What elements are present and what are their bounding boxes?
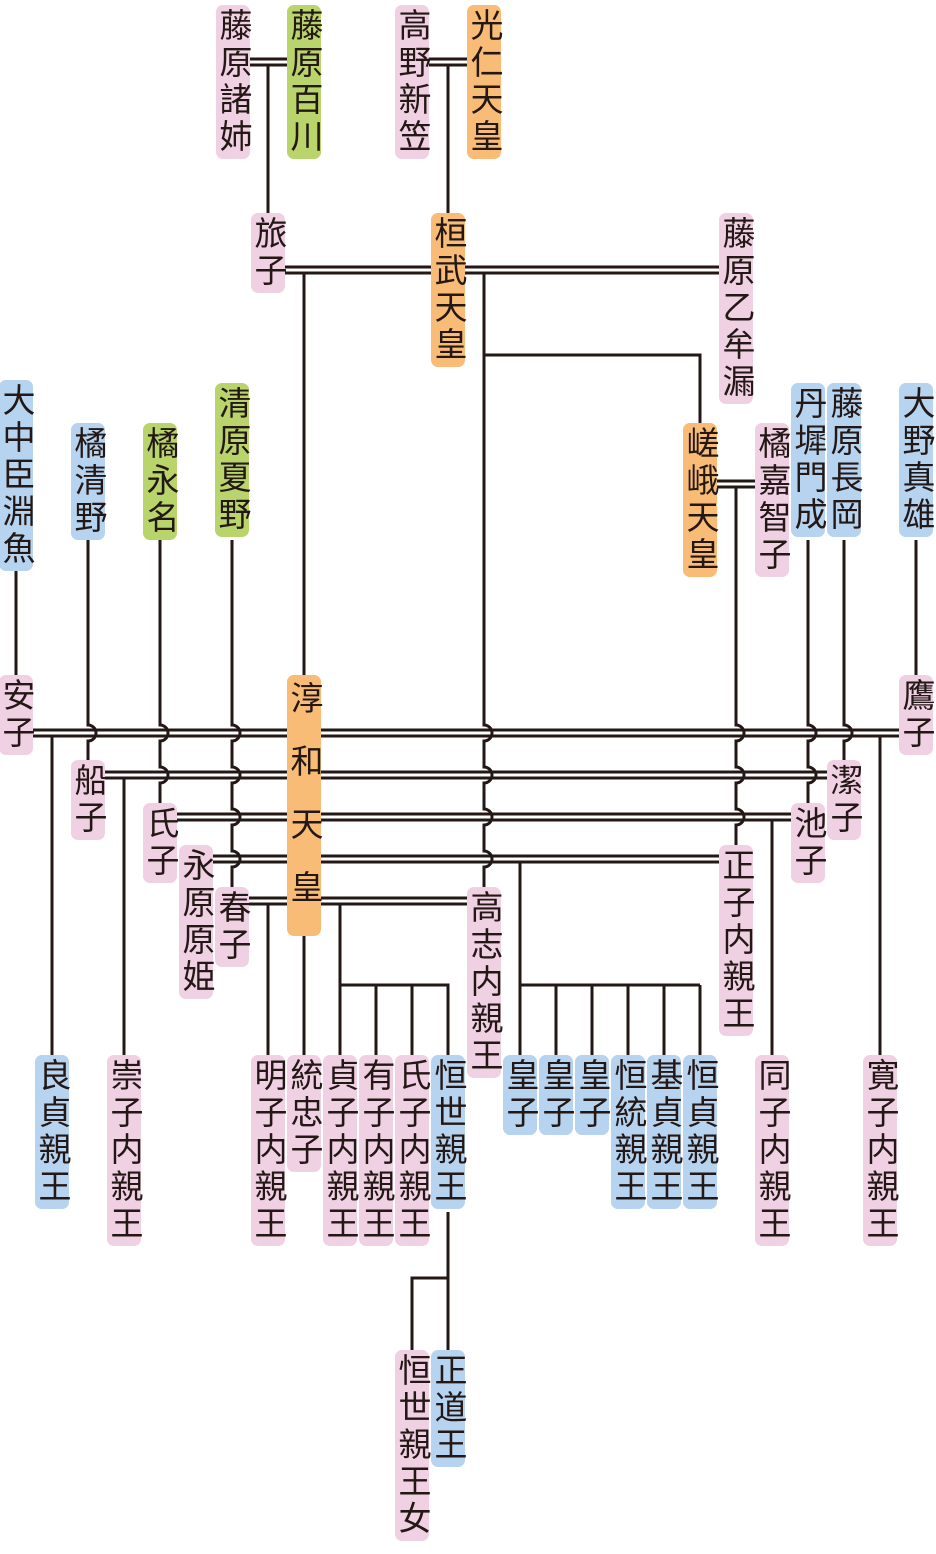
- person-node: 大中臣淵魚: [0, 380, 36, 571]
- marriage-line: [176, 812, 792, 822]
- marriage-line: [249, 57, 288, 67]
- person-node: 貞子内親王: [321, 1055, 360, 1246]
- descent-line: [806, 540, 818, 803]
- person-node: 恒世親王女: [393, 1350, 432, 1541]
- marriage-line: [104, 770, 828, 780]
- person-node: 氏子内親王: [393, 1055, 432, 1246]
- descent-line: [158, 540, 170, 803]
- person-node: 恒貞親王: [681, 1055, 720, 1209]
- descent-line: [842, 540, 854, 760]
- person-node: 清原夏野: [213, 383, 252, 537]
- person-node: 皇子: [537, 1055, 576, 1135]
- descent-line: [484, 353, 702, 423]
- person-node: 春子: [213, 887, 252, 967]
- person-emperor-junna: 淳和天皇: [285, 675, 324, 936]
- person-node: 橘永名: [141, 423, 180, 540]
- descent-line: [482, 273, 494, 887]
- person-node: 橘清野: [69, 423, 108, 540]
- person-node: 橘嘉智子: [753, 423, 792, 577]
- person-node: 恒世親王: [429, 1055, 468, 1209]
- person-node: 有子内親王: [357, 1055, 396, 1246]
- person-node: 氏子: [141, 803, 180, 883]
- descent-line: [340, 983, 450, 1055]
- marriage-line: [284, 265, 720, 275]
- person-node: 基貞親王: [645, 1055, 684, 1209]
- person-node: 潔子: [825, 760, 864, 840]
- person-node: 丹墀門成: [789, 383, 828, 537]
- person-node: 皇子: [573, 1055, 612, 1135]
- descent-line: [230, 540, 242, 887]
- marriage-line: [248, 896, 468, 906]
- person-node: 池子: [789, 803, 828, 883]
- person-node: 藤原長岡: [825, 383, 864, 537]
- marriage-line: [428, 57, 468, 67]
- person-node: 同子内親王: [753, 1055, 792, 1246]
- person-node: 大野真雄: [897, 383, 936, 537]
- marriage-line: [32, 728, 900, 738]
- person-node: 正道王: [429, 1350, 468, 1467]
- person-node: 鷹子: [897, 675, 936, 755]
- person-node: 高志内親王: [465, 887, 504, 1078]
- descent-line: [86, 540, 98, 760]
- person-node: 船子: [69, 760, 108, 840]
- person-node: 正子内親王: [717, 845, 756, 1036]
- person-node: 崇子内親王: [105, 1055, 144, 1246]
- marriage-line: [716, 479, 756, 489]
- person-node: 藤原諸姉: [214, 5, 253, 159]
- person-node: 嵯峨天皇: [681, 423, 720, 577]
- person-node: 光仁天皇: [465, 5, 504, 159]
- person-node: 桓武天皇: [429, 213, 468, 367]
- descent-line: [734, 487, 746, 845]
- person-node: 統忠子: [285, 1055, 324, 1172]
- person-node: 藤原乙牟漏: [717, 213, 756, 404]
- person-node: 藤原百川: [285, 5, 324, 159]
- person-node: 皇子: [501, 1055, 540, 1135]
- descent-line: [410, 1276, 448, 1350]
- person-node: 旅子: [249, 213, 288, 293]
- person-node: 寛子内親王: [861, 1055, 900, 1246]
- person-node: 明子内親王: [249, 1055, 288, 1246]
- person-node: 永原原姫: [177, 845, 216, 999]
- person-node: 良貞親王: [33, 1055, 72, 1209]
- person-node: 安子: [0, 675, 36, 755]
- person-node: 恒統親王: [609, 1055, 648, 1209]
- person-node: 高野新笠: [393, 5, 432, 159]
